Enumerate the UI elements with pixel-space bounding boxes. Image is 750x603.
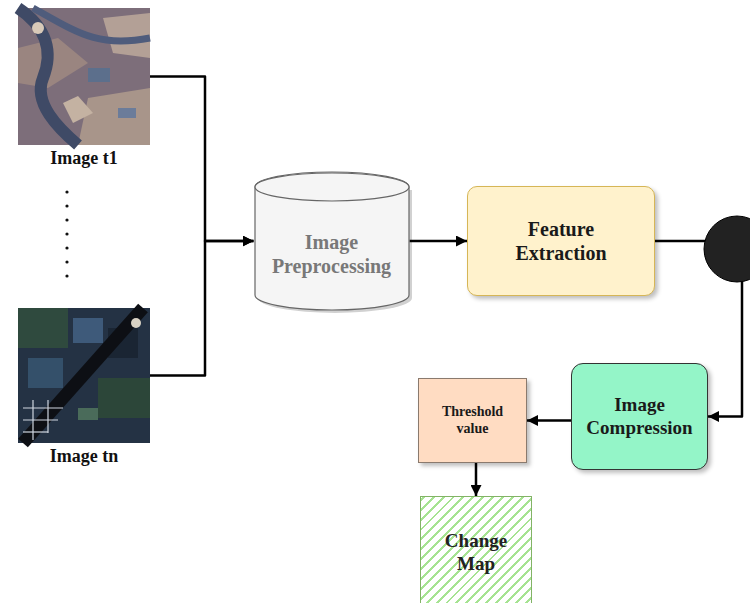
urban-grid — [23, 400, 63, 440]
vegetation-patch — [98, 378, 150, 418]
river — [33, 8, 150, 41]
grid-line — [32, 400, 33, 440]
node-label: Threshold value — [432, 404, 514, 438]
vegetation-patch — [18, 308, 68, 348]
node-label: Image Preprocessing — [262, 230, 402, 278]
field-patch — [78, 408, 98, 420]
dot — [65, 232, 68, 235]
dot — [65, 218, 68, 221]
node-label: Change Map — [431, 530, 521, 576]
process-box: Image Compression — [571, 363, 708, 470]
sand-patch — [63, 96, 93, 123]
process-box: Feature Extraction — [467, 186, 655, 296]
output-box: Change Map — [420, 496, 532, 603]
water-patch — [118, 108, 136, 118]
flow-arrow — [475, 463, 478, 496]
dot — [65, 274, 68, 277]
satellite-image — [18, 308, 150, 443]
grid-line — [23, 407, 63, 408]
field-patch — [78, 88, 150, 145]
node-label: Image Compression — [580, 394, 700, 440]
flow-arrow — [150, 77, 254, 242]
satellite-image — [18, 8, 150, 145]
node-label: Feature Extraction — [496, 217, 626, 265]
flow-arrow — [150, 241, 254, 376]
water-patch — [73, 318, 103, 343]
junction-circle — [704, 216, 750, 282]
bright-spot — [32, 22, 44, 34]
water-patch — [28, 358, 63, 388]
bright-spot — [131, 318, 141, 328]
grid-line — [23, 419, 58, 420]
dot — [65, 260, 68, 263]
cylinder-top — [255, 173, 409, 201]
process-box: Threshold value — [418, 378, 527, 463]
flow-arrow — [527, 419, 571, 422]
grid-line — [47, 400, 48, 433]
edge-group — [150, 77, 742, 497]
flow-arrow — [410, 240, 468, 243]
dot — [65, 204, 68, 207]
database-cylinder: Image Preprocessing — [254, 172, 410, 310]
field-patch — [103, 13, 150, 58]
water-patch — [88, 68, 110, 82]
node-label: Image tn — [50, 446, 119, 468]
image-ground — [18, 8, 150, 145]
dot — [65, 246, 68, 249]
cylinder-body — [255, 172, 409, 310]
road-band — [23, 308, 143, 443]
image-input: Image t1 — [18, 8, 150, 170]
node-label: Image t1 — [50, 148, 117, 170]
dot — [65, 190, 68, 193]
grid-line — [23, 431, 48, 432]
image-ground — [18, 308, 150, 443]
vertical-dots — [65, 190, 68, 277]
image-input: Image tn — [18, 308, 150, 468]
